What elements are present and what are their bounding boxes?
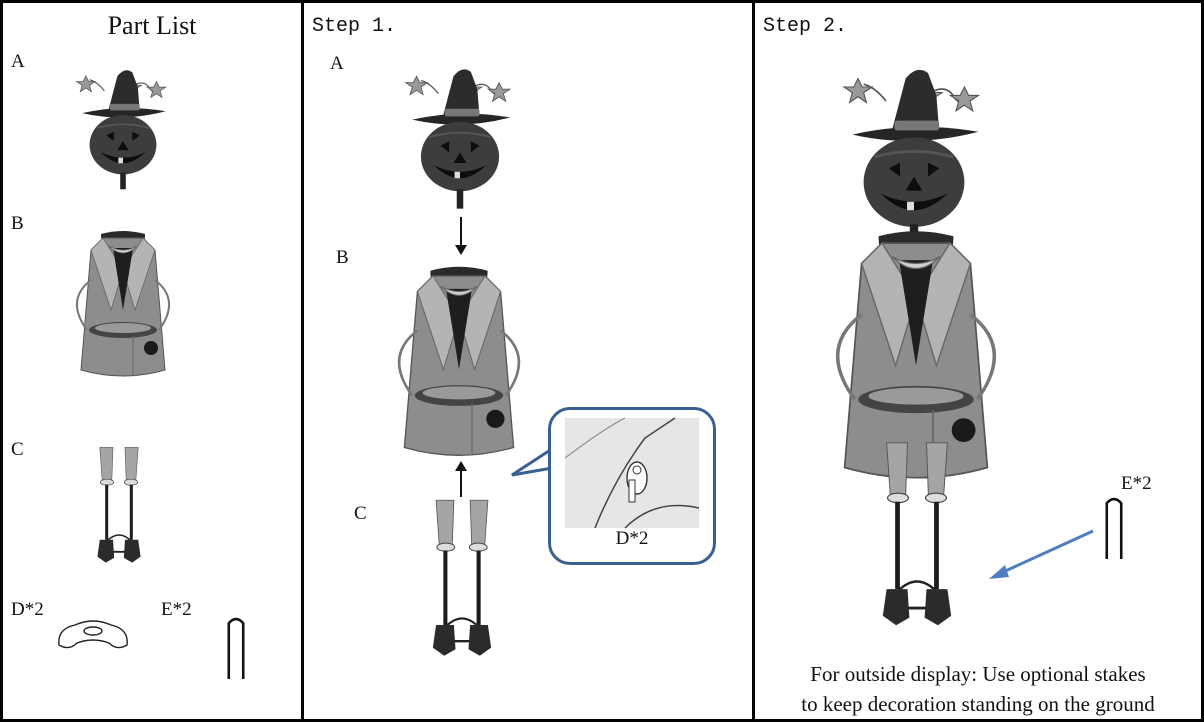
step1-title: Step 1. xyxy=(312,15,397,38)
callout-pointer-icon xyxy=(511,443,559,477)
connector-clip-icon xyxy=(58,620,128,649)
step2-label-e: E*2 xyxy=(1121,473,1152,494)
coat-body-icon xyxy=(75,230,171,377)
part-list-panel: Part List A B C D*2 E*2 xyxy=(0,0,304,722)
clip-detail-icon xyxy=(564,417,700,529)
ground-stake-icon xyxy=(227,617,245,681)
detail-callout: D*2 xyxy=(548,407,716,565)
step2-title: Step 2. xyxy=(763,15,848,38)
step1-label-b: B xyxy=(336,247,349,268)
step2-panel: Step 2. E*2 For outside display: Use opt… xyxy=(752,0,1204,722)
coat-body-icon xyxy=(397,265,521,457)
legs-stand-icon xyxy=(431,499,493,657)
label-e: E*2 xyxy=(161,599,192,620)
legs-stand-icon xyxy=(96,446,142,564)
ground-stake-icon xyxy=(1105,497,1123,561)
step1-panel: Step 1. A B C D xyxy=(301,0,755,722)
label-a: A xyxy=(11,51,25,72)
part-list-title: Part List xyxy=(107,11,197,40)
arrow-down-icon xyxy=(455,217,467,255)
arrow-icon xyxy=(989,529,1094,579)
label-d: D*2 xyxy=(11,599,44,620)
step1-label-c: C xyxy=(354,503,367,524)
label-b: B xyxy=(11,213,24,234)
note-line-1: For outside display: Use optional stakes xyxy=(810,662,1146,686)
legs-stand-icon xyxy=(881,441,953,627)
pumpkin-head-icon xyxy=(404,68,512,210)
detail-label-d: D*2 xyxy=(615,528,649,549)
note-line-2: to keep decoration standing on the groun… xyxy=(801,692,1155,716)
arrow-up-icon xyxy=(455,461,467,497)
pumpkin-head-icon xyxy=(75,69,167,191)
label-c: C xyxy=(11,439,24,460)
step1-label-a: A xyxy=(330,53,344,74)
